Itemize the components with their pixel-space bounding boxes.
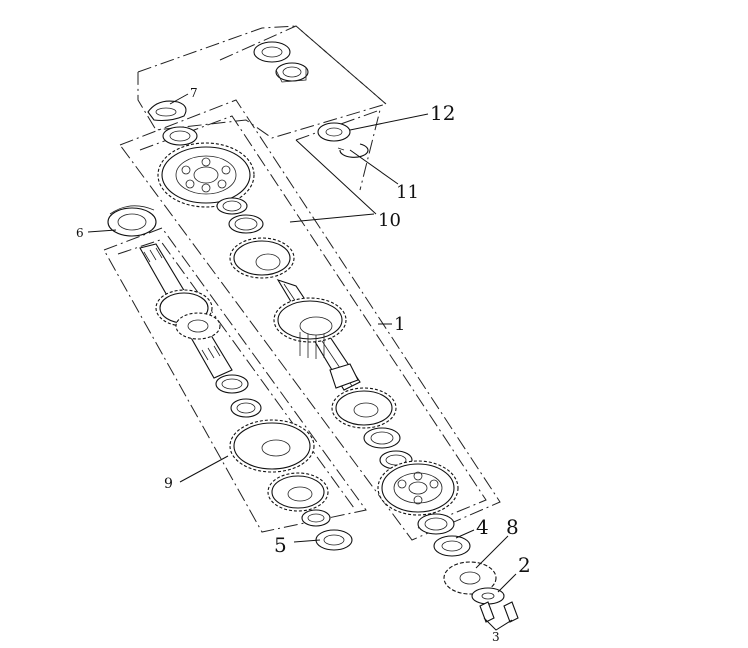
callout-6: 6 [76, 226, 84, 240]
callout-5: 5 [274, 533, 287, 557]
top-bearing-stack [253, 41, 309, 83]
counter-shaft-parts [139, 243, 331, 527]
frame-top-assembly [137, 25, 388, 139]
gear-counter-cluster [155, 289, 221, 340]
leader-lines [87, 93, 517, 631]
frame-top-inner [219, 25, 387, 105]
callout-10: 10 [378, 210, 401, 231]
part-2-lock-plate [471, 587, 505, 605]
callout-8: 8 [506, 515, 519, 539]
part-5-seal [315, 529, 353, 551]
callout-4: 4 [476, 515, 489, 539]
gear-large-bottom [377, 460, 459, 516]
gear-large-top [157, 142, 255, 208]
callout-3: 3 [492, 630, 500, 644]
part-11-circlip [337, 143, 369, 158]
part-3-bolts [479, 601, 519, 623]
frame-counter-shaft [103, 227, 367, 533]
main-shaft-parts [157, 126, 459, 535]
part-6-seal [107, 205, 157, 237]
part-8-sprocket [443, 561, 497, 595]
frame-counter-inner [117, 239, 355, 509]
gear-counter-large [229, 419, 315, 473]
callout-9: 9 [164, 476, 173, 492]
gear-splined-mid [273, 297, 347, 359]
callout-7: 7 [190, 86, 198, 100]
callout-11: 11 [396, 182, 419, 203]
frame-main-shaft [119, 99, 501, 541]
part-12-washer [317, 122, 351, 142]
gear-lower-main [331, 387, 397, 429]
callout-1: 1 [394, 314, 405, 335]
gear-mid-upper [229, 237, 295, 279]
callout-labels: 7 12 11 10 1 6 9 5 4 8 2 3 [76, 86, 531, 644]
gear-counter-lower [267, 472, 329, 512]
part-4-seal [433, 535, 471, 557]
callout-2: 2 [518, 553, 531, 577]
callout-12: 12 [430, 101, 455, 125]
part-7-clip [147, 100, 187, 122]
